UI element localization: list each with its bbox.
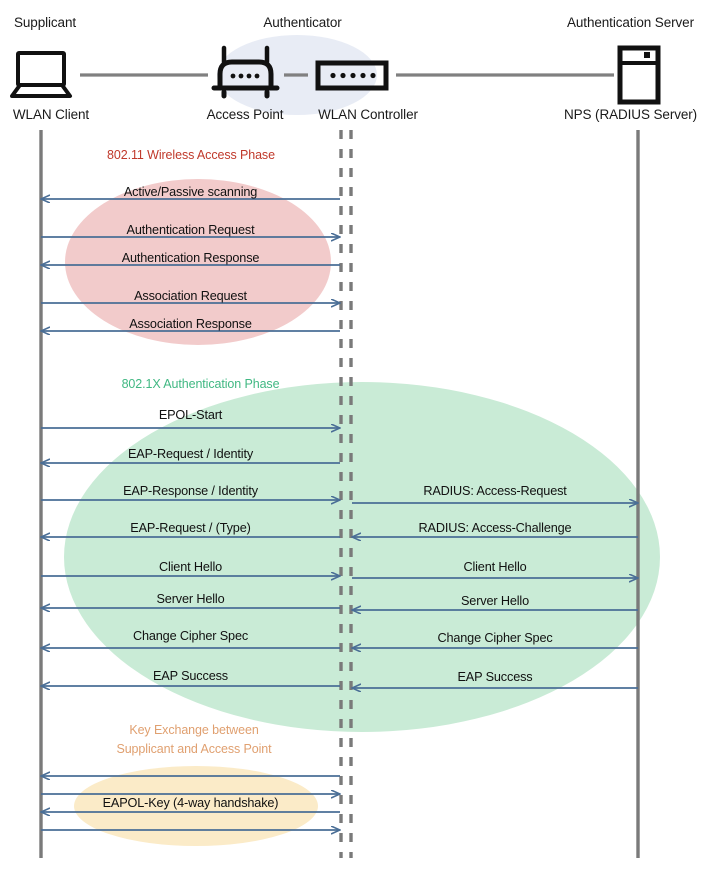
message-label: EAP Success xyxy=(153,669,228,683)
message-label: Authentication Response xyxy=(121,251,260,265)
message-label: RADIUS: Access-Request xyxy=(423,484,567,498)
message-label: Client Hello xyxy=(158,560,223,574)
server-icon xyxy=(617,45,661,105)
laptop-icon xyxy=(10,51,72,98)
actor-role-authenticator: Authenticator xyxy=(263,15,342,30)
message-label: RADIUS: Access-Challenge xyxy=(418,521,572,535)
message-label: Association Request xyxy=(134,289,247,303)
message-label: Association Response xyxy=(129,317,252,331)
phase-ellipse-802-1x xyxy=(64,382,660,732)
message-label: EAP Success xyxy=(457,670,533,684)
message-arrows-right xyxy=(352,503,638,688)
message-label: EAP-Request / (Type) xyxy=(130,521,251,535)
message-label: Active/Passive scanning xyxy=(123,185,258,199)
phase-label-key-exchange: Key Exchange between Supplicant and Acce… xyxy=(70,721,318,759)
message-label: Client Hello xyxy=(463,560,527,574)
message-label: Server Hello xyxy=(460,594,529,608)
actor-device-wlan-client: WLAN Client xyxy=(12,107,90,122)
actor-role-authentication-server: Authentication Server xyxy=(567,15,694,30)
actor-device-nps-radius-server: NPS (RADIUS Server) xyxy=(563,107,698,122)
message-label: EAPOL-Key (4-way handshake) xyxy=(102,796,279,810)
message-label: Change Cipher Spec xyxy=(437,631,553,645)
phase-label-802-1x: 802.1X Authentication Phase xyxy=(121,377,280,391)
actor-role-supplicant: Supplicant xyxy=(13,15,77,30)
message-label: EAP-Request / Identity xyxy=(127,447,254,461)
phase-label-key-exchange-line1: Key Exchange between xyxy=(129,723,259,737)
message-label: Change Cipher Spec xyxy=(132,629,249,643)
message-label: EAP-Response / Identity xyxy=(123,484,258,498)
message-label: Server Hello xyxy=(156,592,225,606)
message-label: EPOL-Start xyxy=(158,408,223,422)
actor-device-wlan-controller: WLAN Controller xyxy=(318,107,418,122)
actor-device-access-point: Access Point xyxy=(206,107,284,122)
message-label: Authentication Request xyxy=(126,223,255,237)
access-point-icon xyxy=(211,45,280,99)
message-arrows-left xyxy=(41,199,340,830)
phase-ellipse-key-exchange xyxy=(74,766,318,846)
phase-label-key-exchange-line2: Supplicant and Access Point xyxy=(116,742,272,756)
phase-label-802-11: 802.11 Wireless Access Phase xyxy=(107,148,275,162)
wlan-controller-icon xyxy=(315,60,389,91)
